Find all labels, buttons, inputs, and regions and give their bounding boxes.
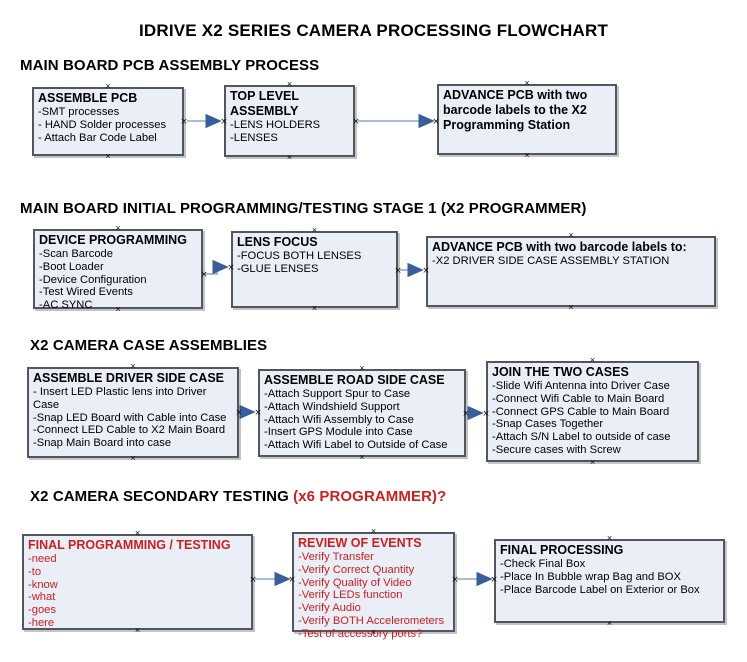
connection-handle-icon: × — [115, 304, 121, 314]
connection-handle-icon: × — [359, 363, 365, 373]
svg-text:×: × — [451, 575, 459, 585]
connection-handle-icon: × — [524, 78, 530, 88]
box-title: ADVANCE PCB with two barcode labels to t… — [443, 88, 588, 132]
connection-handle-icon: × — [286, 152, 293, 162]
flow-box-advance-pcb-to-programming-station[interactable]: × × ADVANCE PCB with two barcode labels … — [437, 79, 617, 160]
connector-final-programming-to-review[interactable]: × × — [249, 571, 296, 587]
svg-text:×: × — [200, 270, 208, 280]
connector-review-to-final-processing[interactable]: × × — [451, 571, 498, 587]
box-lines: -FOCUS BOTH LENSES -GLUE LENSES — [237, 250, 362, 275]
connection-handle-icon: × — [134, 528, 141, 538]
box-lines: -need -to -know -what -goes -here — [28, 553, 58, 629]
svg-text:×: × — [180, 117, 188, 127]
flow-box-lens-focus[interactable]: × × LENS FOCUS -FOCUS BOTH LENSES -GLUE … — [231, 226, 398, 313]
flow-box-assemble-road-side-case[interactable]: × × ASSEMBLE ROAD SIDE CASE -Attach Supp… — [258, 364, 466, 462]
connection-handle-icon: × — [311, 303, 318, 313]
box-title: ASSEMBLE ROAD SIDE CASE — [264, 373, 445, 387]
svg-text:×: × — [220, 117, 228, 127]
connection-handle-icon: × — [286, 79, 293, 89]
connection-handle-icon: × — [606, 533, 613, 543]
box-title: ADVANCE PCB with two barcode labels to: — [432, 240, 687, 254]
box-title: DEVICE PROGRAMMING — [39, 233, 187, 247]
svg-text:×: × — [482, 409, 490, 419]
section-heading-pcb-assembly: MAIN BOARD PCB ASSEMBLY PROCESS — [20, 57, 320, 74]
box-title: FINAL PROCESSING — [500, 543, 624, 557]
connection-handle-icon: × — [105, 151, 111, 161]
connection-handle-icon: × — [115, 223, 121, 233]
connection-handle-icon: × — [130, 453, 136, 463]
svg-text:×: × — [462, 409, 470, 419]
connection-handle-icon: × — [524, 150, 530, 160]
box-lines: - Insert LED Plastic lens into Driver Ca… — [33, 386, 227, 450]
section-heading-case-assemblies: X2 CAMERA CASE ASSEMBLIES — [30, 337, 268, 354]
section-heading-secondary-testing: X2 CAMERA SECONDARY TESTING (x6 PROGRAMM… — [30, 488, 446, 505]
box-lines: -X2 DRIVER SIDE CASE ASSEMBLY STATION — [432, 255, 670, 267]
flow-box-review-of-events[interactable]: × × REVIEW OF EVENTS -Verify Transfer -V… — [292, 527, 455, 640]
connection-handle-icon: × — [606, 618, 613, 628]
box-title: ASSEMBLE DRIVER SIDE CASE — [33, 371, 225, 385]
connector-driver-case-to-road-case[interactable]: × × — [235, 404, 262, 420]
box-title: REVIEW OF EVENTS — [298, 536, 422, 550]
svg-text:×: × — [288, 575, 296, 585]
connection-handle-icon: × — [134, 625, 141, 635]
connection-handle-icon: × — [589, 457, 596, 467]
flow-box-assemble-driver-side-case[interactable]: × × ASSEMBLE DRIVER SIDE CASE - Insert L… — [27, 362, 239, 463]
connection-handle-icon: × — [589, 355, 596, 365]
connection-handle-icon: × — [370, 526, 377, 536]
connector-road-case-to-join-cases[interactable]: × × — [462, 405, 490, 421]
box-lines: -Verify Transfer -Verify Correct Quantit… — [298, 551, 445, 640]
section-heading-initial-programming: MAIN BOARD INITIAL PROGRAMMING/TESTING S… — [20, 200, 587, 217]
box-title: JOIN THE TWO CASES — [492, 365, 629, 379]
svg-text:×: × — [490, 575, 498, 585]
connection-handle-icon: × — [568, 230, 574, 240]
section-heading-secondary-testing-black: X2 CAMERA SECONDARY TESTING — [30, 488, 294, 505]
box-lines: -LENS HOLDERS -LENSES — [230, 119, 321, 144]
box-lines: -SMT processes - HAND Solder processes -… — [38, 106, 167, 144]
connector-device-programming-to-lens-focus[interactable]: × × — [200, 259, 235, 280]
connector-assemble-pcb-to-top-level[interactable]: × × — [180, 113, 228, 129]
box-title: FINAL PROGRAMMING / TESTING — [28, 538, 231, 552]
flow-box-assemble-pcb[interactable]: × × ASSEMBLE PCB -SMT processes - HAND S… — [32, 82, 184, 161]
connector-top-level-to-advance-pcb[interactable]: × × — [352, 113, 440, 129]
svg-text:×: × — [235, 408, 243, 418]
box-lines: -Scan Barcode -Boot Loader -Device Confi… — [39, 248, 147, 312]
connection-handle-icon: × — [359, 452, 365, 462]
connector-lens-focus-to-advance-pcb[interactable]: × × — [394, 262, 430, 278]
flow-box-advance-pcb-to-assembly-station[interactable]: × × ADVANCE PCB with two barcode labels … — [426, 231, 716, 312]
box-lines: -Slide Wifi Antenna into Driver Case -Co… — [492, 380, 671, 456]
svg-text:×: × — [254, 408, 262, 418]
section-heading-secondary-testing-red: (x6 PROGRAMMER)? — [293, 488, 447, 505]
box-lines: -Check Final Box -Place In Bubble wrap B… — [500, 558, 700, 596]
svg-text:×: × — [422, 266, 430, 276]
svg-text:×: × — [432, 117, 440, 127]
svg-text:×: × — [249, 575, 257, 585]
page-title: IDRIVE X2 SERIES CAMERA PROCESSING FLOWC… — [138, 21, 609, 40]
flow-box-final-programming-testing[interactable]: × × FINAL PROGRAMMING / TESTING -need -t… — [22, 529, 253, 635]
connection-handle-icon: × — [311, 225, 318, 235]
box-title: ASSEMBLE PCB — [38, 91, 138, 105]
connection-handle-icon: × — [568, 302, 574, 312]
connection-handle-icon: × — [105, 81, 111, 91]
svg-text:×: × — [394, 266, 402, 276]
connection-handle-icon: × — [130, 361, 136, 371]
flow-box-device-programming[interactable]: × × DEVICE PROGRAMMING -Scan Barcode -Bo… — [33, 224, 203, 314]
svg-text:×: × — [227, 263, 235, 273]
flow-box-join-the-two-cases[interactable]: × × JOIN THE TWO CASES -Slide Wifi Anten… — [486, 356, 699, 467]
box-lines: -Attach Support Spur to Case -Attach Win… — [264, 388, 448, 452]
connection-handle-icon: × — [370, 627, 377, 637]
box-title: TOP LEVEL ASSEMBLY — [230, 89, 299, 118]
svg-text:×: × — [352, 117, 360, 127]
flow-box-final-processing[interactable]: × × FINAL PROCESSING -Check Final Box -P… — [494, 534, 725, 628]
flow-box-top-level-assembly[interactable]: × × TOP LEVEL ASSEMBLY -LENS HOLDERS -LE… — [224, 80, 355, 162]
box-title: LENS FOCUS — [237, 235, 318, 249]
